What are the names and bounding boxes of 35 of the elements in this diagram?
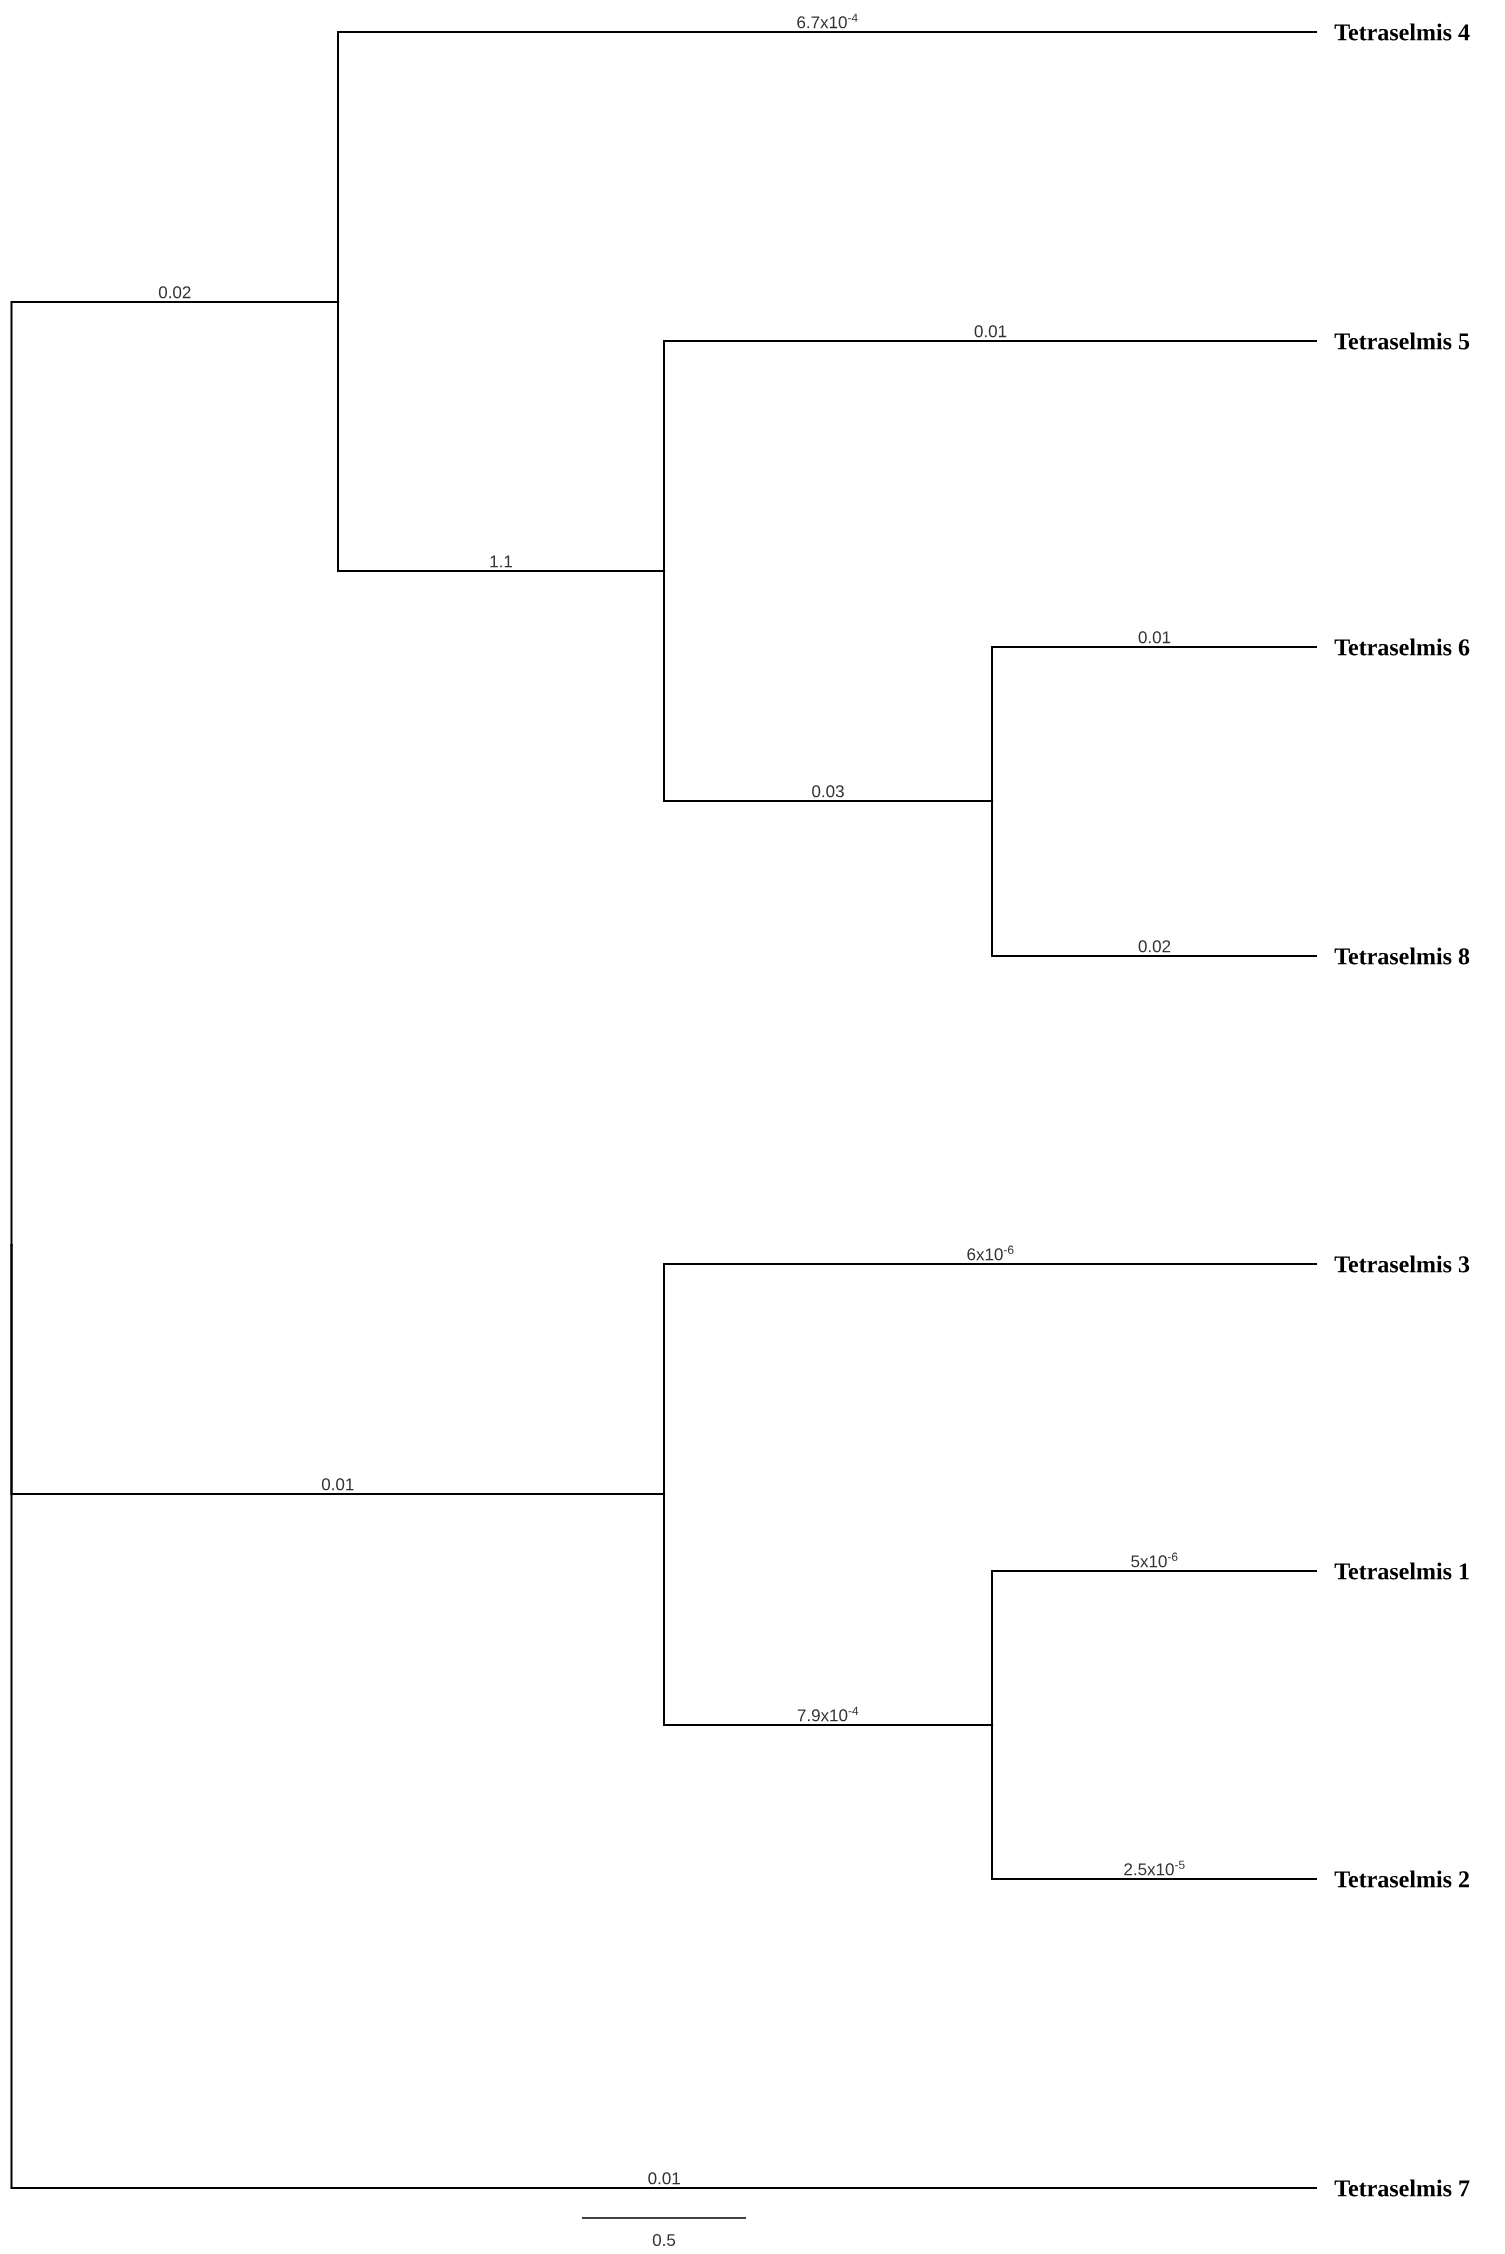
branch-line xyxy=(663,570,993,802)
scale-label: 0.5 xyxy=(652,2234,676,2247)
tip-label: Tetraselmis 7 xyxy=(1334,2179,1470,2197)
branch-length: 1.1 xyxy=(487,554,515,569)
branch-line xyxy=(991,800,1318,957)
branch-length: 0.01 xyxy=(646,2170,683,2186)
branch-line xyxy=(10,1244,1318,2190)
tip-label: Tetraselmis 6 xyxy=(1334,638,1470,656)
branch-length: 0.01 xyxy=(319,1476,356,1492)
branch-length: 0.02 xyxy=(156,284,193,300)
branch-length: 2.5x10$^{-5}$ xyxy=(1121,1859,1188,1877)
tip-label: Tetraselmis 5 xyxy=(1334,332,1470,350)
tip-label: Tetraselmis 2 xyxy=(1334,1870,1469,1888)
branch-line xyxy=(991,1570,1318,1726)
branch-line xyxy=(10,301,339,1246)
tip-label: Tetraselmis 1 xyxy=(1334,1562,1469,1580)
branch-line xyxy=(663,1263,1318,1495)
branch-line xyxy=(337,301,665,572)
branch-node xyxy=(10,1243,13,1247)
branch-line xyxy=(337,31,1318,303)
branch-line xyxy=(663,340,1318,572)
branch-length: 6x10$^{-6}$ xyxy=(965,1244,1016,1262)
branch-line xyxy=(663,1493,993,1726)
branch-length: 0.03 xyxy=(809,783,847,799)
tip-label: Tetraselmis 4 xyxy=(1334,23,1470,41)
branch-line xyxy=(991,646,1318,802)
tip-label: Tetraselmis 3 xyxy=(1334,1255,1470,1273)
branch-line xyxy=(991,1724,1318,1880)
branch-length: 0.01 xyxy=(1136,629,1173,645)
branch-length: 7.9x10$^{-4}$ xyxy=(795,1705,861,1723)
branch-length: 0.01 xyxy=(972,323,1009,339)
branch-length: 5x10$^{-6}$ xyxy=(1129,1551,1180,1569)
tip-label: Tetraselmis 8 xyxy=(1334,947,1470,965)
branch-length: 6.7x10$^{-4}$ xyxy=(794,12,861,30)
branch-length: 0.02 xyxy=(1136,938,1173,954)
